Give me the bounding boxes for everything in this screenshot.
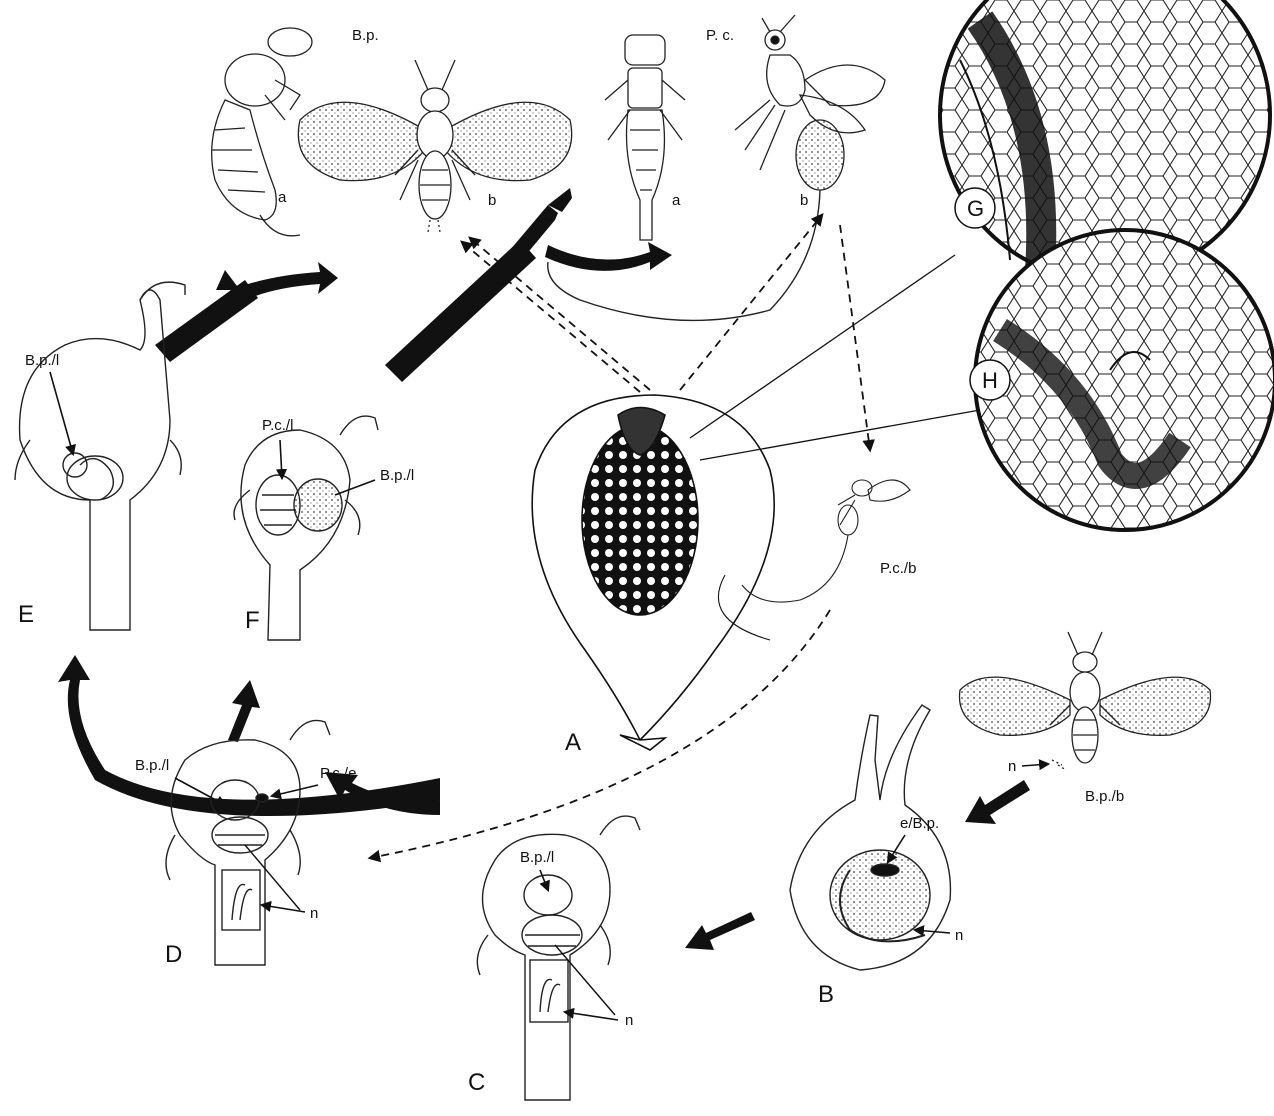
label-panel-g: G bbox=[967, 196, 984, 221]
label-panel-h: H bbox=[982, 368, 998, 393]
pointer-e-bpl bbox=[50, 372, 73, 454]
label-pc-b: b bbox=[800, 192, 808, 209]
label-panel-d: D bbox=[165, 941, 182, 968]
label-panel-b: B bbox=[818, 981, 834, 1008]
solid-arrow-b-to-c bbox=[685, 912, 755, 950]
solid-arrow-e-to-bp bbox=[155, 262, 338, 362]
pc-adult-with-ovipositor bbox=[548, 15, 885, 320]
bp-winged-adult bbox=[298, 60, 571, 232]
pointer-c-n-2 bbox=[555, 945, 615, 1015]
solid-arrow-d-to-f bbox=[228, 680, 260, 742]
pointer-f-bpl bbox=[335, 480, 375, 495]
label-panel-e: E bbox=[18, 601, 34, 628]
pointer-d-n-2 bbox=[245, 845, 300, 910]
label-bpb: B.p./b bbox=[1085, 788, 1124, 805]
label-panel-a: A bbox=[565, 729, 581, 756]
label-d-pce: P.c./e bbox=[320, 765, 356, 782]
solid-arrow-f-to-pc bbox=[385, 188, 672, 382]
label-f-pcl: P.c./l bbox=[262, 417, 293, 434]
label-pc-top: P. c. bbox=[706, 27, 734, 44]
pointer-c-bpl bbox=[540, 870, 548, 890]
detail-circle-h bbox=[975, 230, 1274, 530]
label-panel-c: C bbox=[468, 1069, 485, 1096]
label-d-n: n bbox=[310, 905, 318, 922]
label-pc-a: a bbox=[672, 192, 681, 209]
label-c-n: n bbox=[625, 1012, 633, 1029]
pointer-f-pcl bbox=[280, 440, 282, 478]
solid-arrow-bpb-to-b bbox=[965, 780, 1030, 824]
label-c-bpl: B.p./l bbox=[520, 849, 554, 866]
pointer-d-pce bbox=[272, 785, 318, 796]
bp-winged-adult-pollen-laden bbox=[960, 632, 1211, 770]
label-pc-b-small: P.c./b bbox=[880, 560, 916, 577]
bp-female-larva-sideview bbox=[212, 28, 312, 236]
solid-arrow-c-to-e bbox=[58, 655, 440, 816]
label-e-bpl: B.p./l bbox=[25, 352, 59, 369]
label-bp-b: b bbox=[488, 192, 496, 209]
label-b-n: n bbox=[955, 927, 963, 944]
label-bpb-n: n bbox=[1008, 758, 1016, 775]
label-panel-f: F bbox=[245, 607, 260, 634]
pointer-c-n bbox=[565, 1012, 618, 1020]
fig-e-flower-with-bp-larva bbox=[15, 282, 185, 630]
fig-d-flower-bp-larva-pc-egg bbox=[166, 720, 330, 965]
pointer-bpb-n bbox=[1022, 764, 1048, 766]
label-b-ebp: e/B.p. bbox=[900, 815, 939, 832]
fig-c-flower-with-bp-larva bbox=[477, 816, 640, 1100]
pc-larva-topview bbox=[605, 35, 685, 240]
label-bp-top: B.p. bbox=[352, 27, 379, 44]
label-bp-a: a bbox=[278, 189, 287, 206]
label-d-bpl: B.p./l bbox=[135, 757, 169, 774]
fig-a-syconium bbox=[532, 395, 774, 750]
label-f-bpl: B.p./l bbox=[380, 467, 414, 484]
